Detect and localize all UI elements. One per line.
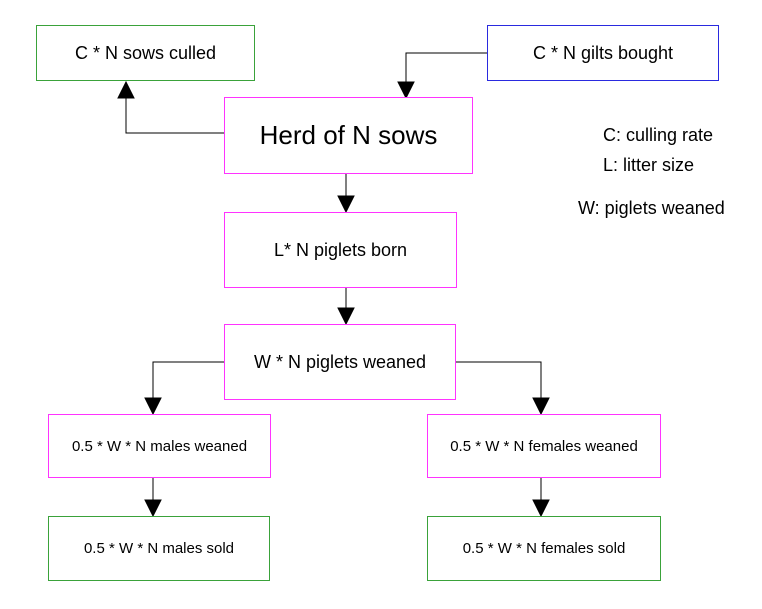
- females-weaned-label: 0.5 * W * N females weaned: [450, 437, 638, 455]
- herd-label: Herd of N sows: [259, 120, 438, 150]
- females-weaned-box: 0.5 * W * N females weaned: [427, 414, 661, 478]
- piglets-weaned-label: W * N piglets weaned: [253, 351, 427, 372]
- gilts-bought-label: C * N gilts bought: [532, 42, 674, 63]
- legend-litter: L: litter size: [603, 155, 695, 175]
- arrow-males-weaned-to-sold-head: [144, 499, 162, 518]
- arrow-weaned-to-males-head: [144, 397, 162, 416]
- herd-box: Herd of N sows: [224, 97, 473, 174]
- piglets-born-label: L* N piglets born: [273, 239, 408, 260]
- males-weaned-box: 0.5 * W * N males weaned: [48, 414, 271, 478]
- arrow-born-to-weaned-head: [337, 307, 355, 326]
- arrow-herd-to-born-head: [337, 195, 355, 214]
- arrow-weaned-to-males: [152, 361, 224, 400]
- arrow-weaned-to-females-head: [532, 397, 550, 416]
- males-weaned-label: 0.5 * W * N males weaned: [71, 437, 248, 455]
- legend-culling: C: culling rate: [603, 125, 714, 145]
- females-sold-label: 0.5 * W * N females sold: [462, 540, 626, 557]
- arrow-weaned-to-females: [456, 361, 542, 400]
- females-sold-box: 0.5 * W * N females sold: [427, 516, 661, 581]
- males-sold-label: 0.5 * W * N males sold: [83, 540, 235, 557]
- sows-culled-box: C * N sows culled: [36, 25, 255, 81]
- arrow-herd-to-culled-head: [117, 80, 135, 99]
- arrow-gilts-to-herd-head: [397, 81, 415, 100]
- piglets-weaned-box: W * N piglets weaned: [224, 324, 456, 400]
- sows-culled-label: C * N sows culled: [74, 42, 217, 63]
- piglets-born-box: L* N piglets born: [224, 212, 457, 288]
- males-sold-box: 0.5 * W * N males sold: [48, 516, 270, 581]
- arrow-gilts-to-herd: [405, 52, 487, 84]
- arrow-herd-to-culled: [125, 96, 224, 134]
- legend-weaned: W: piglets weaned: [578, 198, 725, 218]
- arrow-females-weaned-to-sold-head: [532, 499, 550, 518]
- gilts-bought-box: C * N gilts bought: [487, 25, 719, 81]
